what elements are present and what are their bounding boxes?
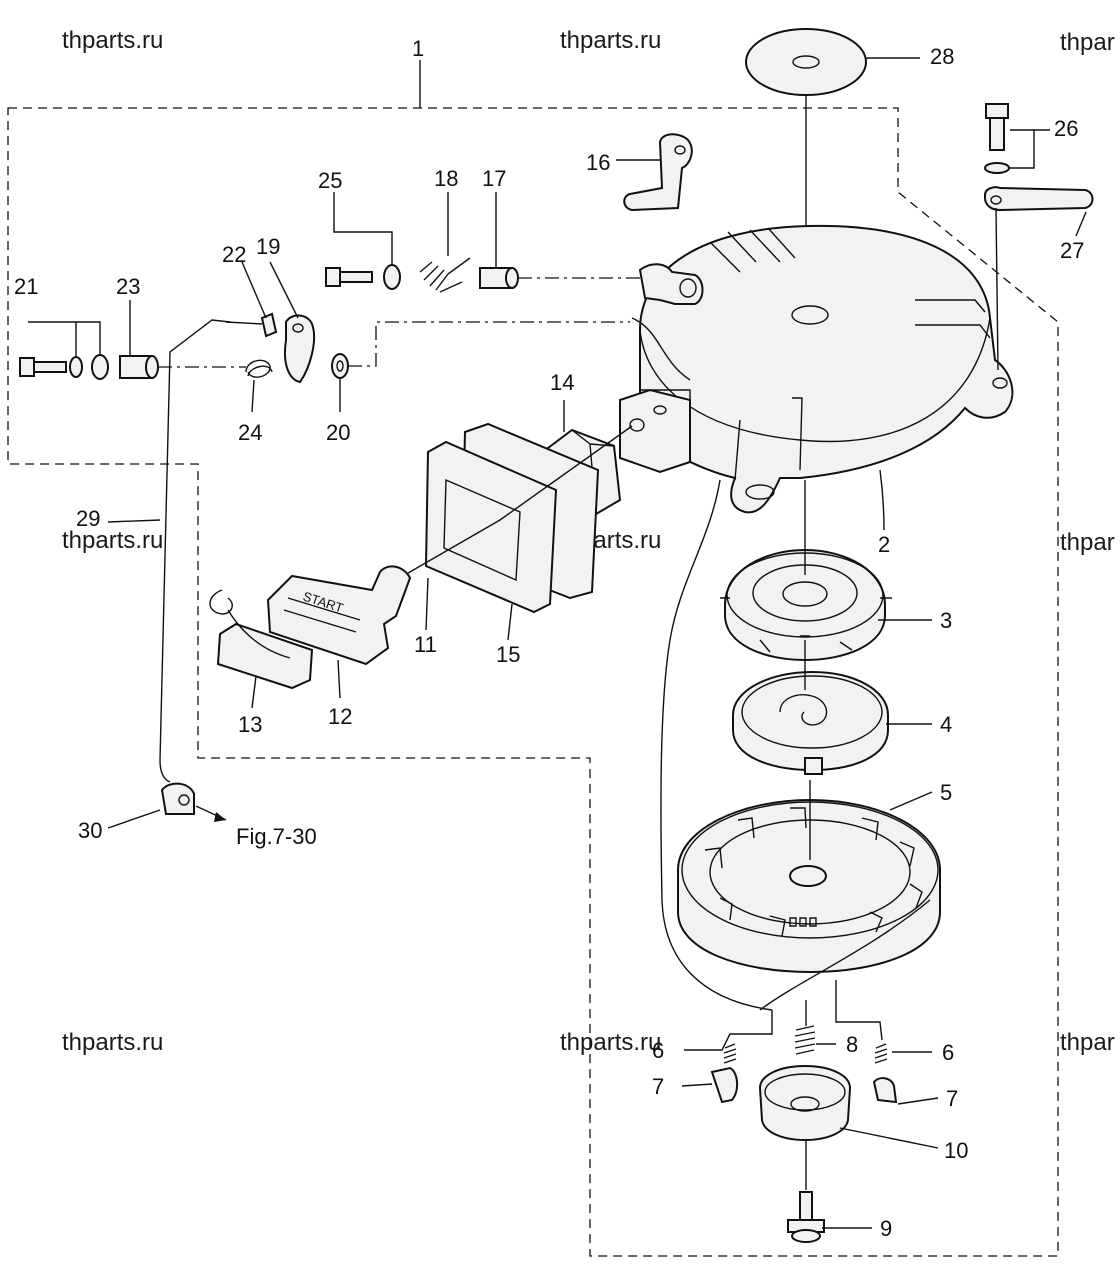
- callout-20: 20: [326, 420, 350, 445]
- callout-17: 17: [482, 166, 506, 191]
- callout-7-right: 7: [946, 1086, 958, 1111]
- callout-14: 14: [550, 370, 574, 395]
- leader-line: [835, 980, 932, 1053]
- callout-19: 19: [256, 234, 280, 259]
- callout-3: 3: [940, 608, 952, 633]
- part-20-washer: [331, 353, 349, 379]
- leader-line: [681, 1083, 713, 1087]
- part-29-rod: [159, 319, 263, 783]
- watermark: thparts.ru: [560, 27, 661, 54]
- callout-25: 25: [318, 168, 342, 193]
- part-12-handle: START: [266, 565, 412, 666]
- figure-reference: Fig.7-30: [236, 824, 317, 849]
- part-7-pawl-left: [710, 1066, 738, 1104]
- callout-23: 23: [116, 274, 140, 299]
- part-16-lever: [623, 133, 693, 212]
- callout-12: 12: [328, 704, 352, 729]
- callout-2: 2: [878, 532, 890, 557]
- callout-11: 11: [414, 632, 437, 657]
- axis-line: [348, 321, 630, 367]
- watermark: thpar: [1060, 1029, 1115, 1056]
- callout-15: 15: [496, 642, 520, 667]
- callout-26: 26: [1054, 116, 1078, 141]
- callout-22: 22: [222, 242, 246, 267]
- leader-line: [889, 791, 933, 811]
- leader-line: [425, 577, 429, 631]
- part-21-bolt-washers: [19, 354, 109, 380]
- leader-line: [28, 321, 101, 358]
- leader-line: [107, 809, 161, 829]
- part-19-cam: [284, 314, 316, 384]
- leader-line: [684, 1010, 773, 1051]
- callout-7-left: 7: [652, 1074, 664, 1099]
- part-28-disc: [745, 28, 867, 96]
- leader-line: [337, 659, 341, 699]
- leader-line: [897, 1097, 939, 1105]
- callout-6-right: 6: [942, 1040, 954, 1065]
- part-6-spring-right: [874, 1043, 888, 1064]
- watermark: thparts.ru: [62, 527, 163, 554]
- leader-line: [251, 675, 257, 709]
- rope-routing-line: [660, 479, 773, 1011]
- leader-line: [839, 1127, 939, 1149]
- leader-line: [269, 261, 299, 319]
- callout-24: 24: [238, 420, 262, 445]
- part-22-clip: [260, 312, 278, 338]
- callout-6-left: 6: [652, 1038, 664, 1063]
- part-2-starter-case: [619, 224, 1014, 514]
- leader-line: [251, 379, 255, 413]
- part-5-reel: [677, 798, 941, 1011]
- callout-28: 28: [930, 44, 954, 69]
- part-26-bolt-and-washer: [984, 103, 1010, 174]
- part-10-drive-plate: [758, 1064, 852, 1142]
- leader-line: [107, 519, 161, 523]
- part-4-spiral-spring: [732, 670, 889, 775]
- part-18-spring: [419, 257, 471, 293]
- part-24-spring: [245, 359, 273, 378]
- part-25-bolt-and-washer: [325, 264, 401, 290]
- arrowhead-icon: [214, 812, 226, 822]
- part-8-spring: [794, 1025, 816, 1055]
- callout-29: 29: [76, 506, 100, 531]
- watermark: thparts.ru: [560, 1029, 661, 1056]
- leader-line: [333, 192, 393, 266]
- part-11-rope: [395, 425, 633, 581]
- callout-18: 18: [434, 166, 458, 191]
- axis-line: [995, 207, 999, 371]
- part-15-frame: [424, 422, 600, 614]
- part-30-clip: [160, 782, 195, 815]
- part-27-plate: [984, 186, 1094, 212]
- callout-30: 30: [78, 818, 102, 843]
- part-3-ring: [720, 548, 892, 662]
- watermark: thparts.ru: [62, 27, 163, 54]
- leader-line: [1075, 211, 1087, 237]
- callout-27: 27: [1060, 238, 1084, 263]
- callout-1: 1: [412, 36, 424, 61]
- callout-9: 9: [880, 1216, 892, 1241]
- assembly-boundary: [7, 107, 1059, 1257]
- leader-line: [879, 469, 885, 531]
- callout-5: 5: [940, 780, 952, 805]
- callout-4: 4: [940, 712, 952, 737]
- callout-16: 16: [586, 150, 610, 175]
- leader-line: [241, 261, 267, 319]
- part-13-grip-insert: [209, 589, 314, 690]
- leader-line: [507, 603, 513, 641]
- callout-10: 10: [944, 1138, 968, 1163]
- callout-21: 21: [14, 274, 38, 299]
- callout-13: 13: [238, 712, 262, 737]
- watermark: thpar: [1060, 29, 1115, 56]
- part-7-pawl-right: [872, 1077, 898, 1104]
- watermark: thparts.ru: [62, 1029, 163, 1056]
- callout-8: 8: [846, 1032, 858, 1057]
- part-9-bolt: [787, 1191, 825, 1243]
- leader-line: [1008, 129, 1050, 169]
- part-23-collar: [119, 355, 159, 379]
- part-17-collar: [479, 267, 519, 289]
- watermark: thpar: [1060, 529, 1115, 556]
- part-6-spring-left: [723, 1043, 737, 1064]
